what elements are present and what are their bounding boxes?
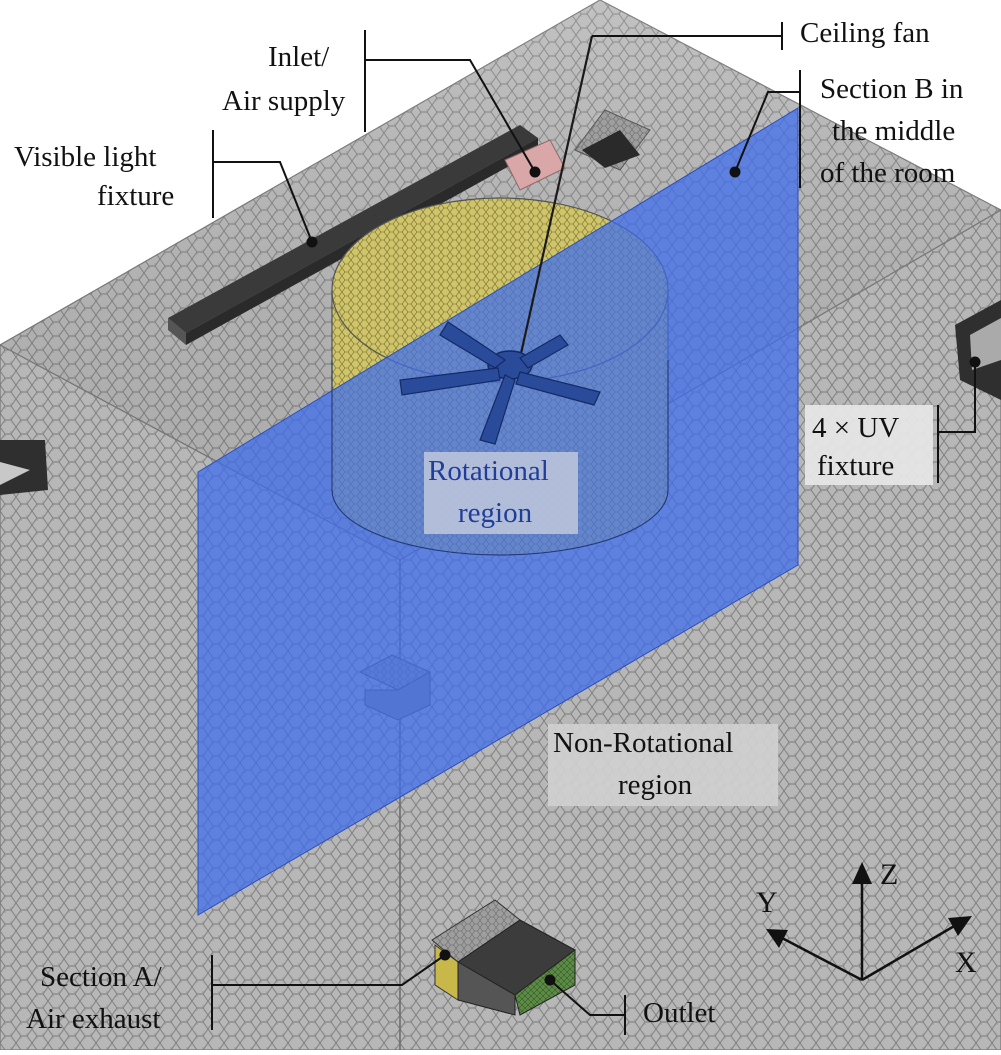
uv-fixture-left xyxy=(0,440,48,495)
uv-fixture-right xyxy=(955,300,1001,400)
z-axis-label: Z xyxy=(880,858,898,891)
rotational-label-line2: region xyxy=(458,497,533,529)
rotational-label-line1: Rotational xyxy=(428,455,549,487)
rotational-label-box xyxy=(424,452,578,534)
x-axis-label: X xyxy=(955,946,977,979)
labels: Ceiling fan Inlet/ Air supply Section B … xyxy=(14,17,964,1035)
ceiling-fan xyxy=(399,35,601,445)
outlet-box xyxy=(431,899,576,1016)
uv-label-line1: 4 × UV xyxy=(812,412,899,444)
uv-label-line2: fixture xyxy=(817,450,894,482)
coordinate-axes xyxy=(766,862,972,982)
outlet-face xyxy=(514,949,576,1016)
leader-lines xyxy=(211,22,976,1035)
light-fixture-label-line2: fixture xyxy=(97,180,174,212)
ceiling-fan-label: Ceiling fan xyxy=(800,17,930,49)
inlet-label-line2: Air supply xyxy=(222,85,346,117)
uv-label-box xyxy=(805,405,933,485)
section-a-label-line2: Air exhaust xyxy=(26,1003,161,1035)
y-axis-label: Y xyxy=(756,886,778,919)
outlet-label: Outlet xyxy=(643,997,716,1029)
nonrot-label-box xyxy=(548,724,778,806)
inlet-air-supply xyxy=(504,139,566,191)
inlet-label-line1: Inlet/ xyxy=(268,41,330,73)
nonrot-label-line1: Non-Rotational xyxy=(553,727,733,759)
y-axis-line xyxy=(781,936,863,982)
leader-dots xyxy=(306,166,981,986)
section-a-label-line1: Section A/ xyxy=(40,961,163,993)
uv-fixture-top xyxy=(574,109,651,171)
y-axis-arrow xyxy=(766,929,788,948)
z-axis-arrow xyxy=(852,862,872,884)
section-b-label-line1: Section B in xyxy=(820,73,964,105)
section-b-label-line3: of the room xyxy=(820,157,956,189)
section-b-label-line2: the middle xyxy=(832,115,955,147)
x-axis-arrow xyxy=(948,916,972,936)
nonrot-label-line2: region xyxy=(618,769,693,801)
x-axis-line xyxy=(861,923,957,982)
light-fixture-label-line1: Visible light xyxy=(14,141,156,173)
